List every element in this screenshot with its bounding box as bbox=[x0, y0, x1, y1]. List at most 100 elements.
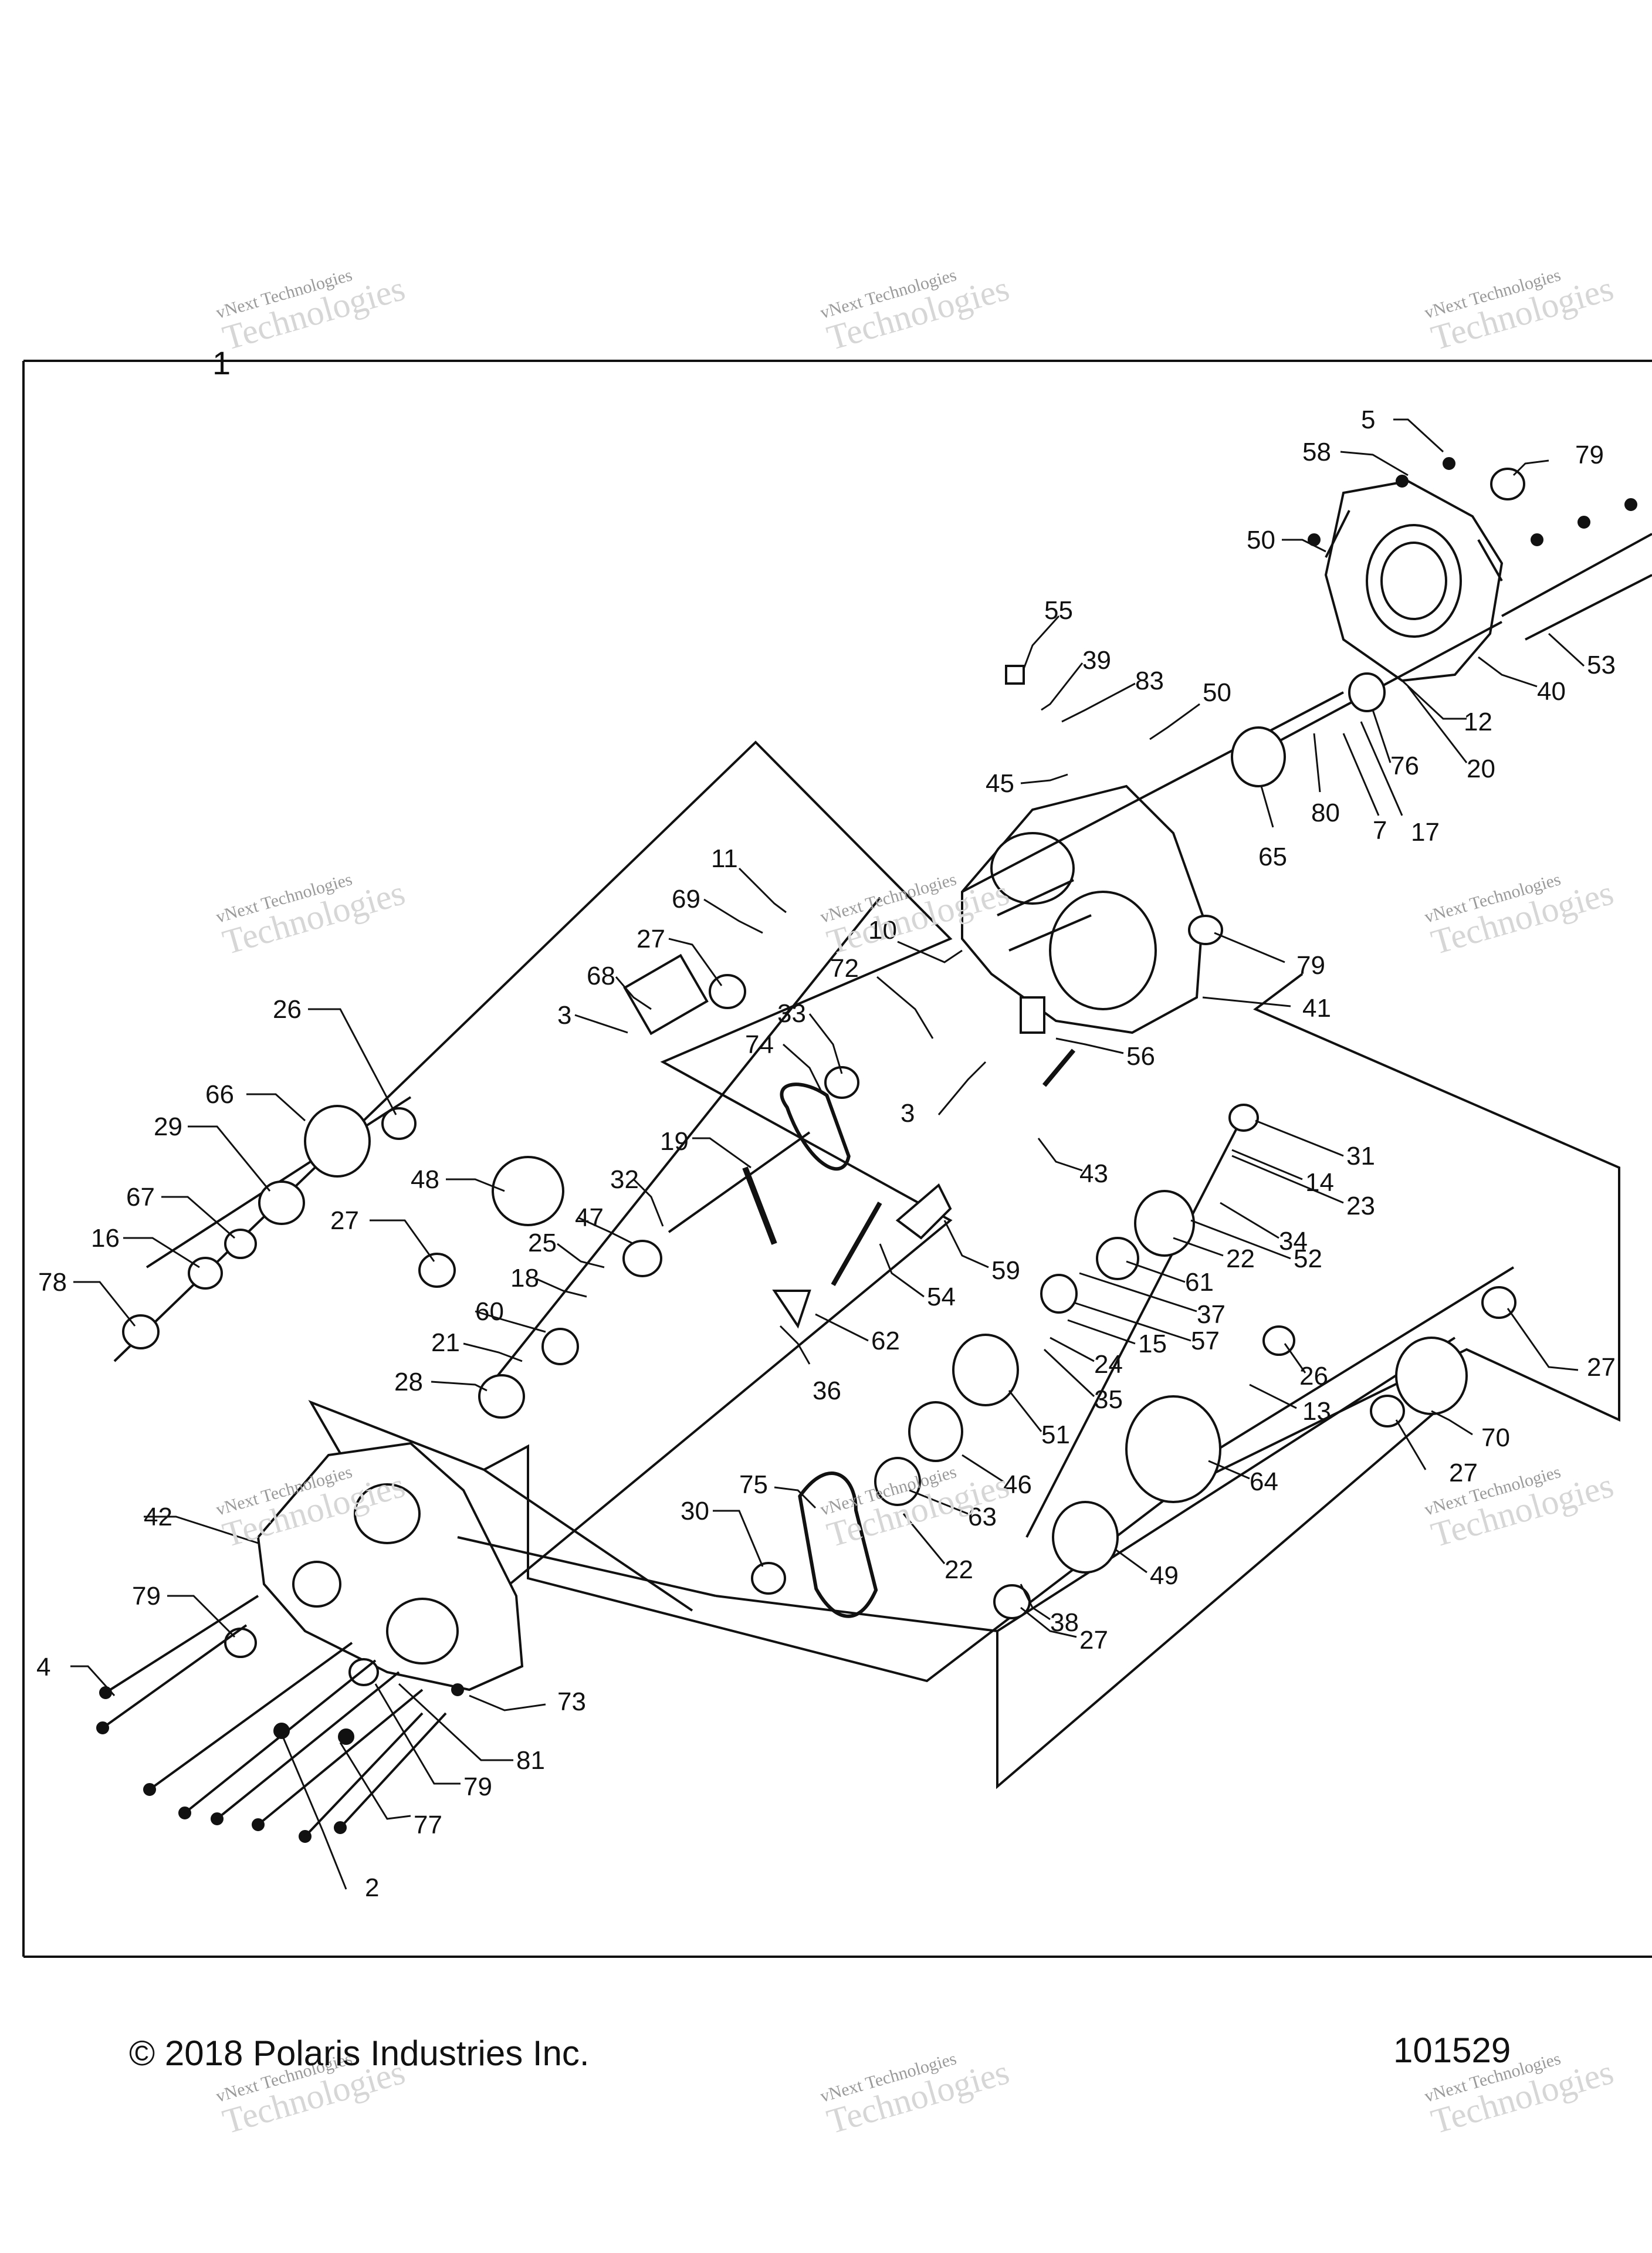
svg-text:79: 79 bbox=[1296, 951, 1325, 980]
pin-56 bbox=[1042, 1048, 1076, 1087]
callout-18: 18 bbox=[510, 1264, 587, 1298]
callout-77: 77 bbox=[339, 1742, 442, 1839]
seal-79b bbox=[1188, 915, 1223, 945]
callout-65: 65 bbox=[1258, 786, 1287, 871]
callout-37: 37 bbox=[1079, 1272, 1226, 1329]
shaft-19 bbox=[742, 1166, 777, 1245]
bearing-27b bbox=[709, 974, 746, 1009]
callout-52: 52 bbox=[1190, 1219, 1322, 1273]
callout-2: 2 bbox=[280, 1733, 379, 1902]
rod-54 bbox=[831, 1202, 882, 1286]
svg-text:70: 70 bbox=[1481, 1423, 1510, 1452]
svg-text:58: 58 bbox=[1302, 438, 1331, 466]
callout-4: 4 bbox=[36, 1653, 116, 1697]
svg-text:80: 80 bbox=[1311, 799, 1340, 827]
svg-text:11: 11 bbox=[711, 844, 738, 873]
callout-66: 66 bbox=[205, 1080, 306, 1122]
callout-81: 81 bbox=[398, 1683, 545, 1775]
left-housing-42 bbox=[256, 1442, 524, 1692]
svg-text:72: 72 bbox=[830, 954, 859, 983]
svg-text:16: 16 bbox=[91, 1224, 120, 1253]
housing-cover-40 bbox=[1324, 479, 1504, 682]
svg-text:53: 53 bbox=[1587, 651, 1616, 679]
svg-text:59: 59 bbox=[991, 1256, 1020, 1285]
svg-text:12: 12 bbox=[1464, 708, 1492, 736]
svg-text:22: 22 bbox=[1226, 1244, 1255, 1273]
callout-20: 20 bbox=[1407, 686, 1495, 783]
svg-text:27: 27 bbox=[330, 1206, 359, 1235]
svg-text:31: 31 bbox=[1346, 1142, 1375, 1171]
svg-text:21: 21 bbox=[431, 1328, 460, 1357]
svg-text:22: 22 bbox=[945, 1555, 973, 1584]
callout-51: 51 bbox=[1008, 1390, 1070, 1449]
bearing-26b bbox=[1262, 1325, 1295, 1356]
callout-27d: 27 bbox=[1507, 1308, 1616, 1382]
callout-79a: 79 bbox=[1512, 441, 1604, 476]
bearing-30 bbox=[751, 1562, 786, 1595]
svg-text:81: 81 bbox=[516, 1746, 545, 1775]
svg-text:57: 57 bbox=[1191, 1327, 1220, 1355]
svg-text:79: 79 bbox=[463, 1772, 492, 1801]
svg-text:26: 26 bbox=[273, 995, 302, 1024]
gear-64 bbox=[1125, 1395, 1221, 1503]
callout-34: 34 bbox=[1220, 1202, 1308, 1256]
svg-text:51: 51 bbox=[1041, 1420, 1070, 1449]
bearing-27d bbox=[1481, 1286, 1516, 1319]
svg-text:69: 69 bbox=[672, 885, 700, 914]
svg-text:36: 36 bbox=[813, 1376, 841, 1405]
svg-text:30: 30 bbox=[681, 1497, 709, 1525]
svg-text:66: 66 bbox=[205, 1080, 234, 1109]
callout-26b: 26 bbox=[1284, 1343, 1328, 1391]
callout-79d: 79 bbox=[374, 1683, 492, 1801]
bearing-33 bbox=[824, 1066, 859, 1099]
bearing-28 bbox=[478, 1374, 525, 1419]
callout-27b: 27 bbox=[637, 925, 723, 986]
svg-text:20: 20 bbox=[1467, 755, 1495, 783]
shift-43 bbox=[1020, 996, 1045, 1034]
small-parts bbox=[623, 665, 1076, 1329]
callout-67: 67 bbox=[126, 1183, 235, 1239]
bearing-27e bbox=[1370, 1395, 1405, 1427]
svg-text:28: 28 bbox=[394, 1368, 423, 1396]
copyright-text: © 2018 Polaris Industries Inc. bbox=[129, 2034, 590, 2073]
svg-text:38: 38 bbox=[1050, 1608, 1079, 1637]
svg-text:13: 13 bbox=[1302, 1397, 1331, 1426]
gear-65 bbox=[1231, 726, 1286, 787]
svg-text:23: 23 bbox=[1346, 1192, 1375, 1220]
callout-46: 46 bbox=[962, 1454, 1032, 1499]
callout-26a: 26 bbox=[273, 995, 397, 1115]
svg-text:76: 76 bbox=[1390, 752, 1419, 780]
gear-66 bbox=[304, 1105, 371, 1178]
svg-text:56: 56 bbox=[1126, 1042, 1155, 1071]
svg-text:48: 48 bbox=[411, 1165, 439, 1194]
callout-16: 16 bbox=[91, 1224, 200, 1268]
callout-53: 53 bbox=[1548, 632, 1616, 679]
callout-5: 5 bbox=[1361, 405, 1444, 453]
svg-text:52: 52 bbox=[1294, 1244, 1322, 1273]
figure-number: 101529 bbox=[1393, 2031, 1511, 2070]
callout-43: 43 bbox=[1037, 1138, 1108, 1188]
frame-label: 1 bbox=[212, 344, 231, 381]
fork-62 bbox=[772, 1290, 811, 1329]
svg-text:5: 5 bbox=[1361, 405, 1375, 434]
gear-49 bbox=[1052, 1501, 1119, 1574]
callout-29: 29 bbox=[154, 1112, 271, 1192]
callout-10: 10 bbox=[868, 916, 963, 963]
callout-49: 49 bbox=[1114, 1548, 1179, 1590]
callout-24: 24 bbox=[1050, 1337, 1123, 1379]
callout-58: 58 bbox=[1302, 438, 1409, 476]
gear-60 bbox=[541, 1328, 579, 1365]
svg-text:73: 73 bbox=[557, 1687, 586, 1716]
callout-30: 30 bbox=[681, 1497, 764, 1567]
svg-text:50: 50 bbox=[1203, 678, 1231, 707]
callout-45: 45 bbox=[986, 769, 1068, 798]
callout-12: 12 bbox=[1401, 679, 1492, 736]
fork-59 bbox=[895, 1183, 952, 1240]
callout-39: 39 bbox=[1041, 646, 1111, 711]
callout-14: 14 bbox=[1231, 1149, 1334, 1197]
seal-79d bbox=[348, 1658, 379, 1686]
callout-57: 57 bbox=[1073, 1301, 1220, 1355]
svg-text:35: 35 bbox=[1094, 1385, 1123, 1414]
callout-7: 7 bbox=[1342, 733, 1387, 845]
